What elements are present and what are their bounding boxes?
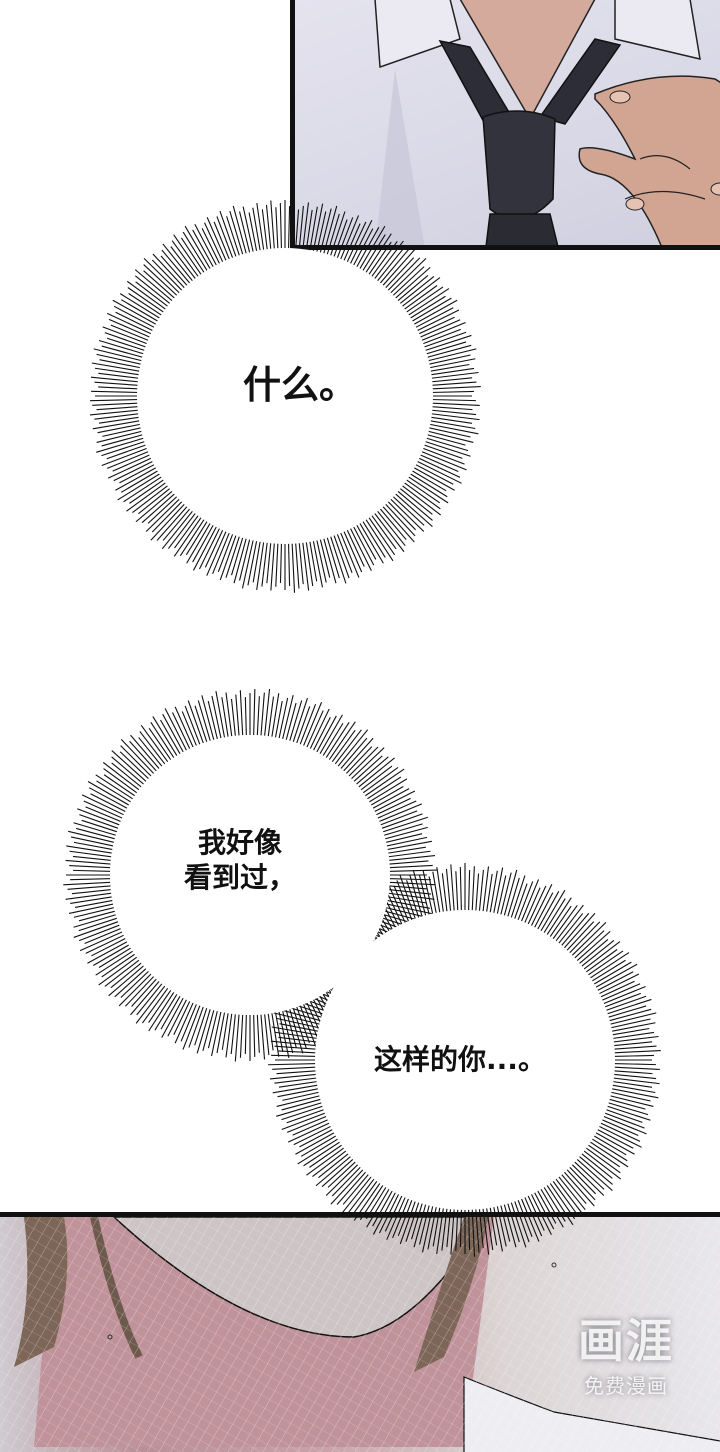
watermark-logo: 画涯 [578, 1314, 674, 1368]
tie-collar-illustration [374, 0, 720, 245]
speech-text-seen-before: 我好像 看到过， [183, 826, 296, 894]
speech-text-like-this: 这样的你...。 [374, 1043, 546, 1076]
top-panel [290, 0, 720, 250]
chin-neck-illustration [0, 1217, 720, 1452]
watermark-subtitle: 免费漫画 [584, 1374, 668, 1398]
speech-text-what: 什么。 [242, 363, 357, 407]
burst-bubble-2-fill [110, 735, 390, 1015]
watermark: 画涯 免费漫画 [566, 1318, 686, 1399]
bottom-panel [0, 1212, 720, 1452]
burst-bubble-1-shape [90, 200, 481, 593]
